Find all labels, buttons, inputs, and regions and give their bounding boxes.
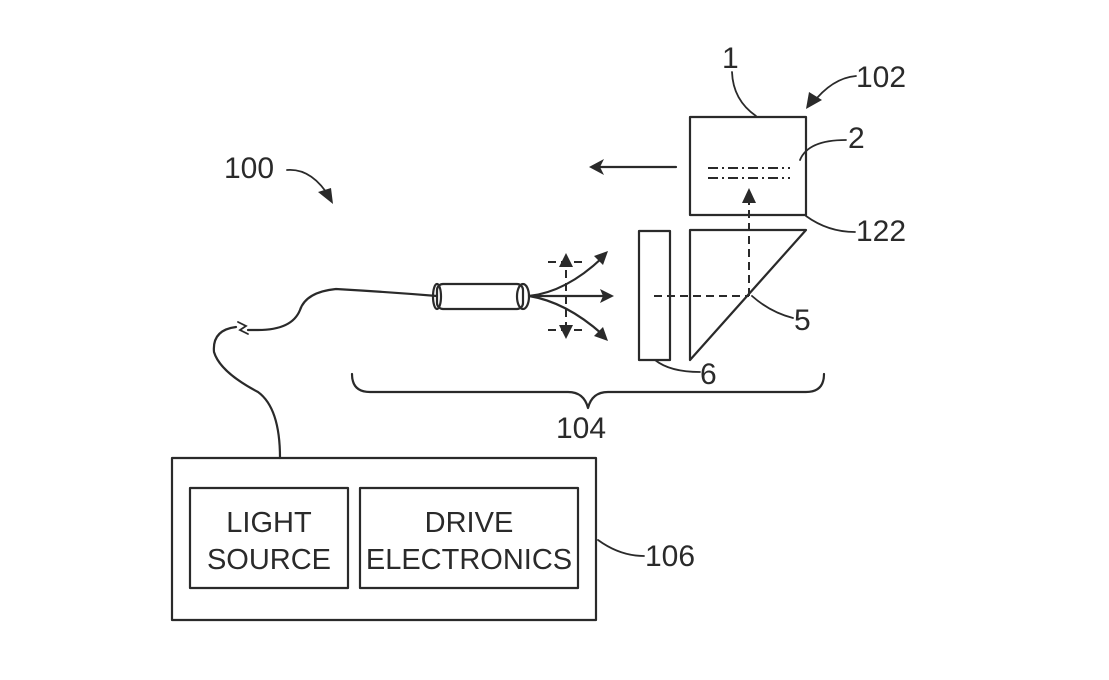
label-5: 5: [794, 304, 811, 337]
drive-electronics-label-line1: DRIVE: [425, 507, 514, 539]
label-106: 106: [645, 540, 695, 573]
leader-6: [654, 359, 701, 373]
label-2: 2: [848, 122, 865, 155]
label-102: 102: [856, 61, 906, 94]
arrowhead-100: [318, 188, 333, 204]
label-100: 100: [224, 152, 274, 185]
light-source-box: [188, 486, 350, 590]
label-122: 122: [856, 215, 906, 248]
optical-fiber-lower: [212, 325, 282, 460]
vertical-beam-arrowhead: [742, 188, 756, 203]
leader-106: [597, 539, 645, 557]
drive-electronics-label-line2: ELECTRONICS: [366, 544, 572, 576]
leader-5: [751, 295, 794, 319]
light-source-label-line2: SOURCE: [207, 544, 331, 576]
label-1: 1: [722, 42, 739, 75]
label-6: 6: [700, 358, 717, 391]
leader-1: [731, 71, 757, 117]
light-source-label-line1: LIGHT: [226, 507, 312, 539]
arrowhead-102: [806, 92, 822, 109]
controller-box: [170, 456, 598, 622]
leader-122: [805, 215, 856, 233]
fiber-break-mark: [237, 321, 249, 335]
brace-104: [350, 372, 826, 410]
leader-2: [799, 139, 847, 161]
fiber-collimator: [431, 282, 531, 311]
drive-electronics-box: [358, 486, 580, 590]
optical-fiber: [246, 287, 439, 332]
emission-rays: [527, 251, 614, 341]
label-104: 104: [556, 412, 606, 445]
output-arrowhead: [589, 159, 604, 175]
